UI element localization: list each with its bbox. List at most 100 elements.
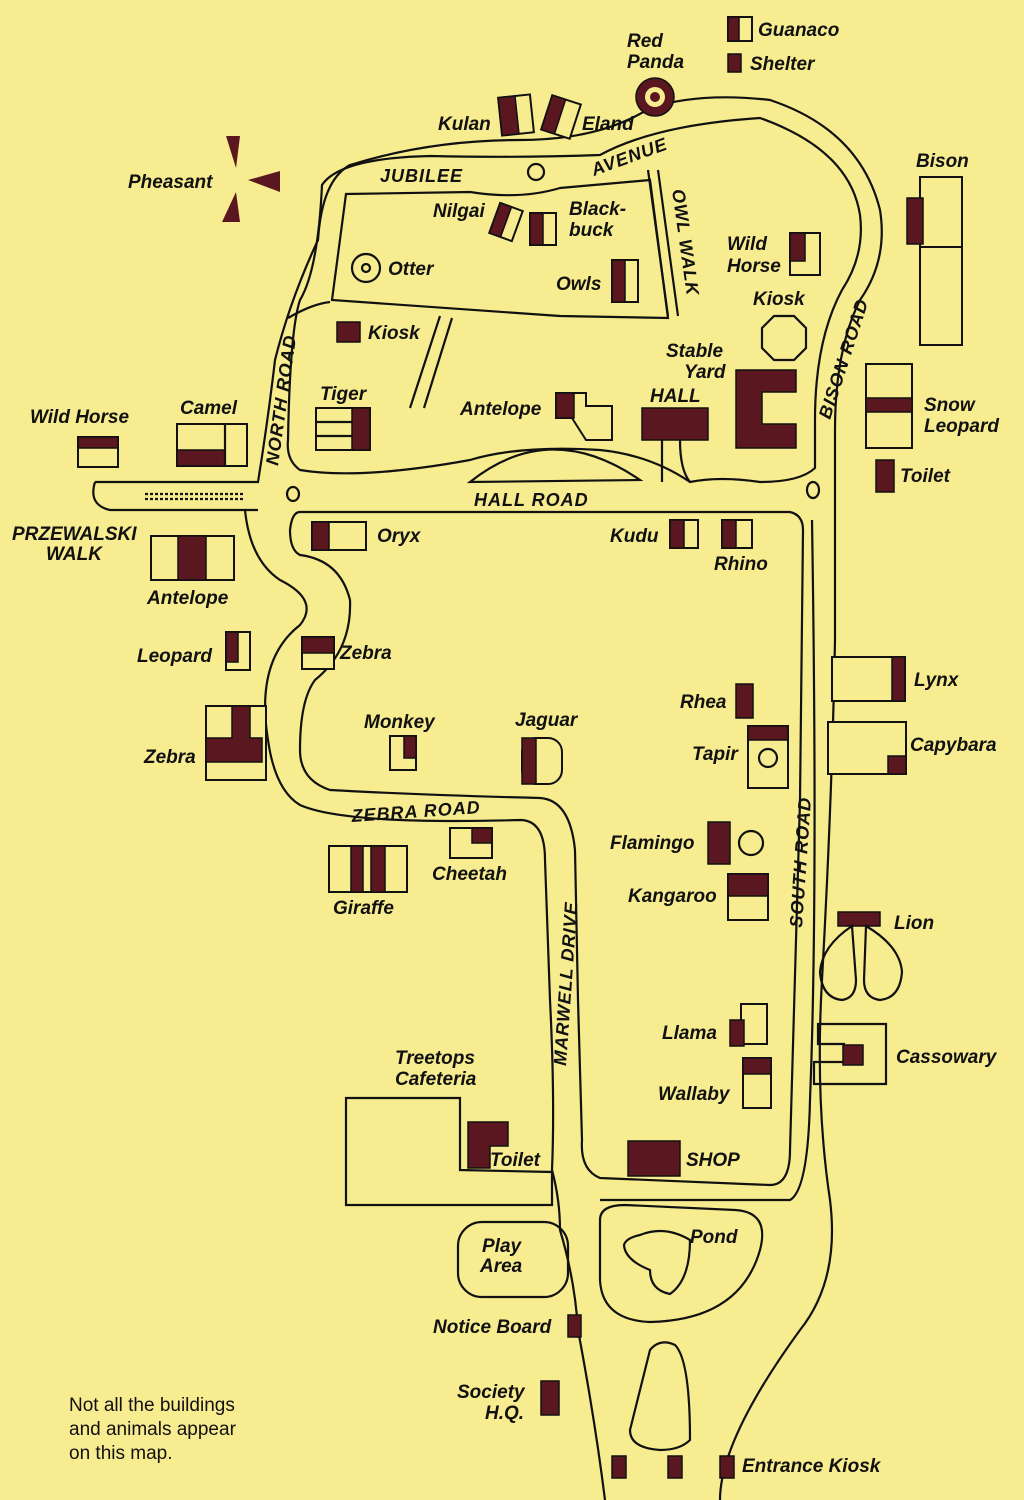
label-bison: Bison [916, 151, 969, 172]
label-snow-leopard-2: Leopard [924, 416, 999, 437]
label-kiosk-west: Kiosk [368, 323, 421, 344]
label-lion: Lion [894, 913, 934, 934]
label-shelter: Shelter [750, 54, 816, 75]
label-treetops-1: Treetops [395, 1048, 475, 1069]
entrance-kiosk-a [611, 1455, 627, 1479]
label-capybara: Capybara [910, 735, 997, 756]
label-kiosk-east: Kiosk [753, 289, 806, 310]
capybara-shed [887, 755, 907, 775]
lion-enclosure-left [818, 924, 858, 1002]
owl-walk-path-2 [656, 169, 680, 317]
entrance-kiosk-b [667, 1455, 683, 1479]
label-wild-horse-inner-1: Wild [727, 234, 767, 255]
giraffe-shed-b [370, 845, 386, 893]
label-otter: Otter [388, 259, 435, 280]
label-rhino: Rhino [714, 554, 768, 575]
hall-road-lower [245, 508, 805, 1187]
label-giraffe: Giraffe [333, 898, 394, 919]
bison-enclosure-north [919, 176, 963, 248]
pheasant-marker-e [248, 171, 280, 192]
snow-leopard-shed [865, 397, 913, 413]
pond-shape [622, 1229, 692, 1296]
pheasant-marker-s [222, 192, 240, 222]
label-kulan: Kulan [438, 114, 491, 135]
label-zebra-west: Zebra [143, 747, 196, 768]
cassowary-enclosure [812, 1022, 888, 1086]
label-pond: Pond [690, 1227, 738, 1248]
pond-enclosure [598, 1203, 764, 1324]
road-label-north-road: NORTH ROAD [262, 333, 300, 466]
kangaroo-shed [727, 873, 769, 897]
road-network [92, 96, 883, 1500]
note-line-1: Not all the buildings [69, 1395, 235, 1416]
label-wild-horse-west: Wild Horse [30, 407, 129, 428]
label-stable-yard-1: Stable [666, 341, 723, 362]
north-road-oval [285, 485, 301, 503]
llama-enclosure [740, 1003, 768, 1045]
kulan-shed [497, 95, 520, 137]
notice-board-icon [567, 1314, 582, 1338]
label-oryx: Oryx [377, 526, 422, 547]
label-przewalski-2: WALK [46, 544, 103, 565]
flamingo-pool [737, 829, 765, 857]
label-cheetah: Cheetah [432, 864, 507, 885]
label-society-hq-1: Society [457, 1382, 526, 1403]
lynx-shed [891, 656, 906, 702]
shelter-icon [727, 53, 742, 73]
giraffe-shed-a [350, 845, 364, 893]
note-line-2: and animals appear [69, 1419, 237, 1440]
antelope-inner-shed [555, 392, 575, 419]
camel-shed [176, 449, 226, 467]
wild-horse-west-shed [77, 436, 119, 449]
blackbuck-shed [529, 212, 544, 246]
hall-building [641, 407, 709, 441]
road-label-bison-road: BISON ROAD [815, 296, 873, 421]
label-zebra-inner: Zebra [339, 643, 392, 664]
road-inner-north [286, 116, 862, 484]
hall-link-b [678, 439, 691, 483]
label-cassowary: Cassowary [896, 1047, 998, 1068]
label-kangaroo: Kangaroo [628, 886, 717, 907]
road-label-jubilee: JUBILEE [380, 166, 463, 186]
road-outer-west-south [92, 481, 607, 1500]
label-jaguar: Jaguar [515, 710, 579, 731]
zebra-inner-shed [301, 636, 335, 654]
note-line-3: on this map. [69, 1443, 173, 1464]
society-hq-building [540, 1380, 560, 1416]
bison-shed [906, 197, 924, 245]
label-guanaco: Guanaco [758, 20, 839, 41]
label-antelope-west: Antelope [146, 588, 229, 609]
toilet-east-building [875, 459, 895, 493]
wild-horse-inner-shed [789, 232, 806, 262]
label-play-area-2: Area [479, 1256, 523, 1277]
entrance-triangle [628, 1341, 692, 1452]
enclosures [77, 16, 963, 1479]
tiger-shed [351, 407, 371, 451]
otter-pool-inner [360, 262, 372, 274]
label-wallaby: Wallaby [658, 1084, 731, 1105]
play-area-outline [456, 1220, 570, 1299]
road-inner-box [330, 178, 670, 320]
tapir-shed [747, 725, 789, 741]
label-monkey: Monkey [364, 712, 436, 733]
zebra-west-shed [205, 705, 263, 763]
leopard-shed [225, 631, 239, 663]
label-przewalski-1: PRZEWALSKI [12, 524, 137, 545]
hall-road-arch [466, 448, 644, 484]
label-lynx: Lynx [914, 670, 960, 691]
stable-yard-building [735, 369, 797, 449]
label-kudu: Kudu [610, 526, 659, 547]
road-label-hall-road: HALL ROAD [474, 490, 589, 510]
kiosk-path-b [422, 317, 454, 409]
guanaco-shed [727, 16, 740, 42]
south-road-edge [600, 519, 816, 1202]
label-pheasant: Pheasant [128, 172, 213, 193]
label-hall: HALL [650, 386, 701, 407]
rhino-shed [721, 519, 737, 549]
giraffe-enclosure [328, 845, 408, 893]
oryx-shed [311, 521, 330, 551]
lion-enclosure-right [862, 924, 904, 1002]
tapir-pool [757, 747, 779, 769]
flamingo-shed [707, 821, 731, 865]
